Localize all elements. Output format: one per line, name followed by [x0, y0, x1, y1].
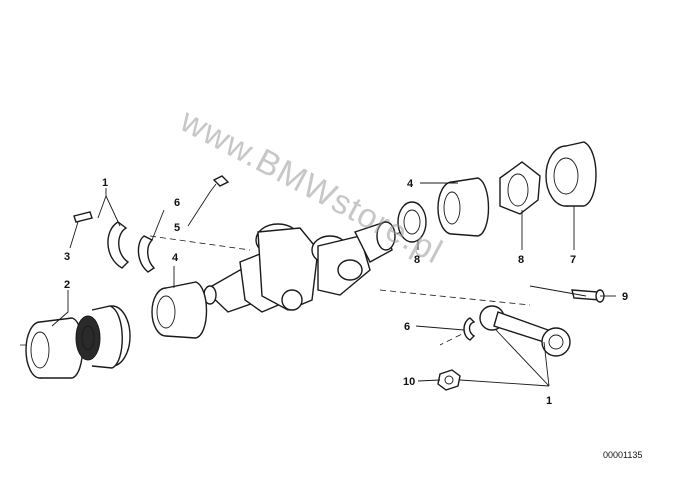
- bearing-flange: [499, 161, 541, 215]
- shaft-seal: [545, 141, 597, 207]
- retaining-ring: [397, 201, 427, 243]
- hex-nut: [437, 369, 461, 391]
- sprocket-gear: [75, 305, 131, 369]
- rod-bearing-shell: [463, 317, 476, 341]
- callout-4-right: 4: [407, 178, 414, 190]
- leader-lines: [51, 182, 616, 387]
- callout-8-ring: 8: [414, 254, 420, 266]
- callout-5: 5: [174, 222, 180, 234]
- callout-6-right: 6: [404, 321, 410, 333]
- callout-9: 9: [622, 291, 628, 303]
- dowel-pin: [73, 211, 93, 223]
- bearing-shell-left: [107, 221, 156, 273]
- callout-4-left: 4: [172, 252, 179, 264]
- crankshaft: [203, 221, 396, 313]
- callout-2: 2: [64, 279, 70, 291]
- woodruff-key: [212, 175, 230, 187]
- document-number: 00001135: [603, 450, 642, 460]
- connecting-rod-bolt: [571, 289, 605, 303]
- roller-bearing-left: [151, 281, 208, 339]
- callout-1-top: 1: [102, 177, 108, 189]
- ball-bearing: [25, 317, 84, 379]
- callout-10: 10: [403, 376, 415, 388]
- callout-6-left: 6: [174, 197, 180, 209]
- roller-bearing-right: [437, 177, 490, 237]
- callout-7: 7: [570, 254, 576, 266]
- callout-1-bottom: 1: [546, 395, 552, 407]
- callout-8-flange: 8: [518, 254, 524, 266]
- callout-3: 3: [64, 251, 70, 263]
- connecting-rod: [479, 305, 571, 357]
